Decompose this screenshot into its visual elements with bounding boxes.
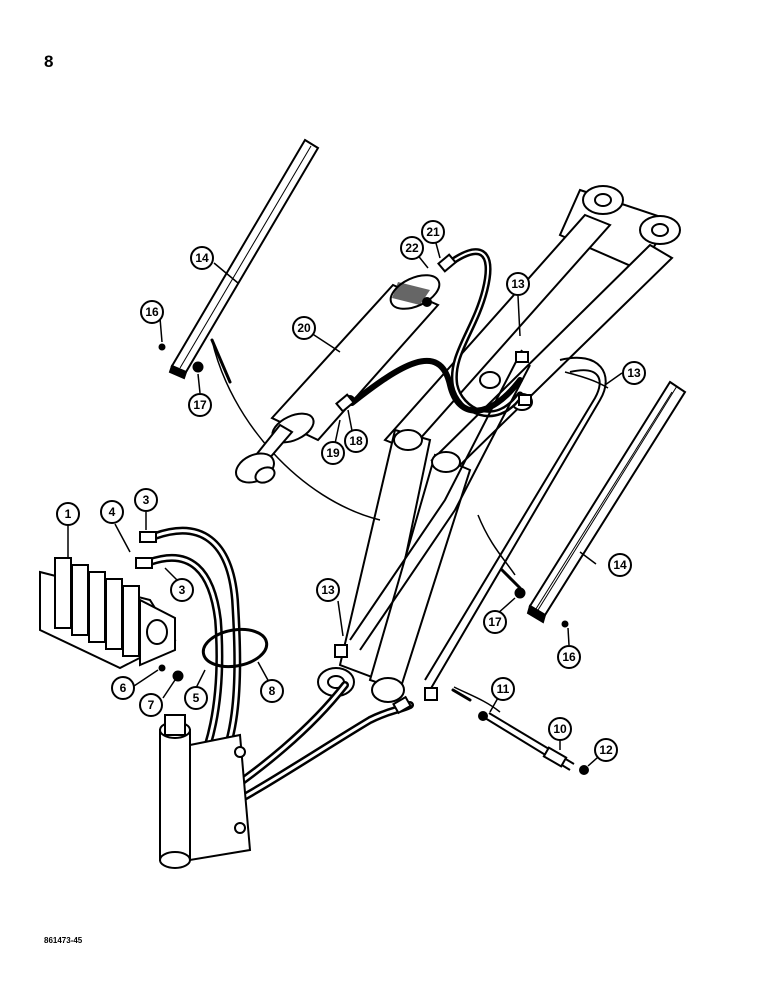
steel-tubes xyxy=(349,349,607,691)
svg-text:3: 3 xyxy=(179,583,186,597)
svg-text:11: 11 xyxy=(497,682,510,696)
callout-20: 20 xyxy=(292,316,316,340)
fittings xyxy=(135,253,532,715)
callout-22: 22 xyxy=(400,236,424,260)
svg-text:21: 21 xyxy=(426,225,440,239)
callout-21: 21 xyxy=(421,220,445,244)
callout-17: 17 xyxy=(483,610,507,634)
svg-text:16: 16 xyxy=(145,305,159,319)
callout-6: 6 xyxy=(111,676,135,700)
control-valve xyxy=(39,557,177,670)
svg-text:3: 3 xyxy=(143,493,150,507)
svg-text:17: 17 xyxy=(488,615,502,629)
callout-14: 14 xyxy=(608,553,632,577)
svg-text:16: 16 xyxy=(562,650,576,664)
callout-14: 14 xyxy=(190,246,214,270)
guard-strip-left xyxy=(168,138,320,380)
svg-text:22: 22 xyxy=(405,241,419,255)
callout-11: 11 xyxy=(491,677,515,701)
svg-text:13: 13 xyxy=(321,583,335,597)
callout-4: 4 xyxy=(100,500,124,524)
svg-text:12: 12 xyxy=(599,743,613,757)
callout-1: 1 xyxy=(56,502,80,526)
callout-13: 13 xyxy=(506,272,530,296)
callout-8: 8 xyxy=(260,679,284,703)
svg-text:8: 8 xyxy=(269,684,276,698)
callout-17: 17 xyxy=(188,393,212,417)
callout-18: 18 xyxy=(344,429,368,453)
callout-3: 3 xyxy=(134,488,158,512)
svg-text:13: 13 xyxy=(511,277,525,291)
page-number: 8 xyxy=(44,52,54,71)
callout-5: 5 xyxy=(184,686,208,710)
svg-text:20: 20 xyxy=(297,321,311,335)
svg-text:4: 4 xyxy=(109,505,116,519)
svg-text:19: 19 xyxy=(326,446,340,460)
svg-text:6: 6 xyxy=(120,681,127,695)
mounting-bracket xyxy=(159,714,252,869)
lift-cylinder xyxy=(235,274,441,484)
svg-text:17: 17 xyxy=(193,398,207,412)
hardware xyxy=(158,343,569,682)
svg-text:13: 13 xyxy=(627,366,641,380)
svg-text:18: 18 xyxy=(349,434,363,448)
guard-strip-right xyxy=(526,380,687,624)
callout-13: 13 xyxy=(622,361,646,385)
callout-3: 3 xyxy=(170,578,194,602)
document-code: 861473-45 xyxy=(44,936,83,945)
callout-16: 16 xyxy=(140,300,164,324)
svg-text:14: 14 xyxy=(613,558,627,572)
svg-text:7: 7 xyxy=(148,698,155,712)
svg-text:10: 10 xyxy=(553,722,567,736)
callout-16: 16 xyxy=(557,645,581,669)
pin-assembly xyxy=(478,711,589,775)
svg-text:1: 1 xyxy=(65,507,72,521)
callout-12: 12 xyxy=(594,738,618,762)
callout-10: 10 xyxy=(548,717,572,741)
svg-text:5: 5 xyxy=(193,691,200,705)
callout-7: 7 xyxy=(139,693,163,717)
callout-13: 13 xyxy=(316,578,340,602)
svg-text:14: 14 xyxy=(195,251,209,265)
callout-19: 19 xyxy=(321,441,345,465)
